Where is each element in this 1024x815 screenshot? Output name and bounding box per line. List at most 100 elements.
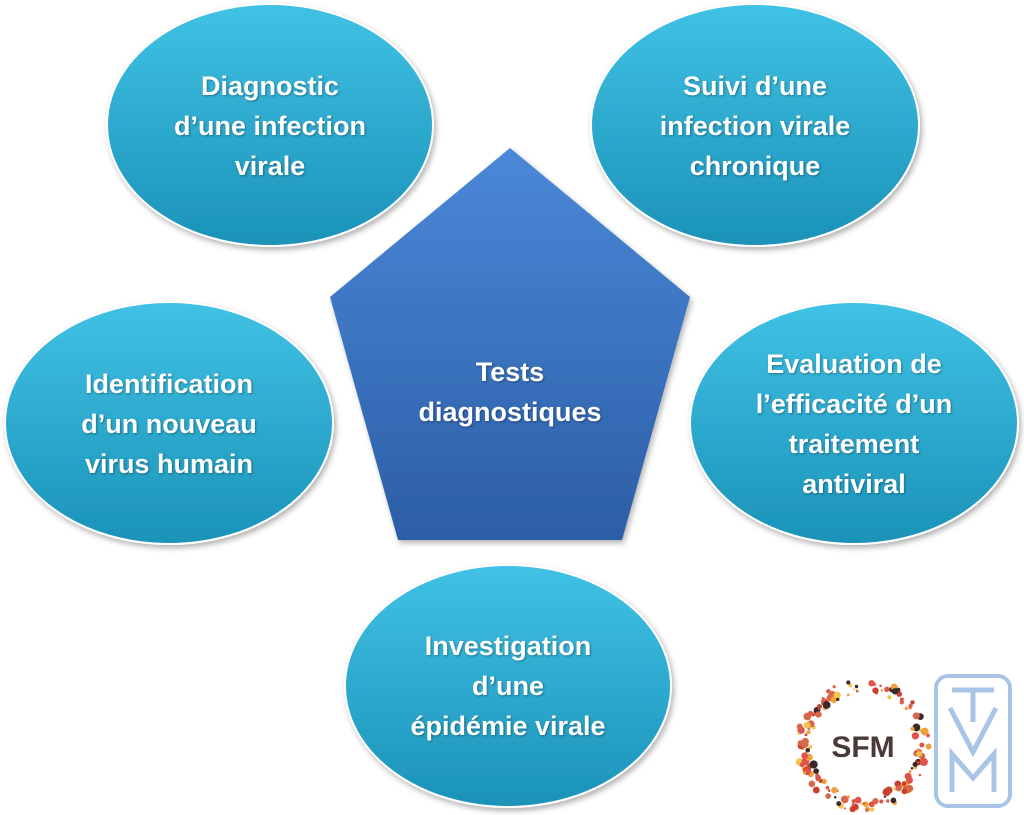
sfm-logo-dot xyxy=(899,697,904,702)
sfm-logo-dot xyxy=(846,680,851,685)
sfm-logo-dot xyxy=(833,691,841,699)
sfm-logo-dot xyxy=(854,796,862,804)
tvm-logo xyxy=(934,674,1012,808)
sfm-logo-dot xyxy=(840,795,849,804)
sfm-logo-dot xyxy=(908,770,912,773)
ellipse-investigation xyxy=(344,564,672,808)
sfm-logo-dot xyxy=(821,778,827,785)
sfm-logo-dot xyxy=(899,700,905,705)
sfm-logo-dot xyxy=(796,723,803,730)
center-pentagon xyxy=(330,148,690,540)
sfm-logo-dot xyxy=(801,737,809,745)
sfm-logo-dot xyxy=(901,781,907,786)
sfm-logo-dot xyxy=(806,764,809,767)
sfm-logo-dot xyxy=(832,685,836,689)
sfm-logo-dot xyxy=(919,742,925,748)
sfm-logo-dot xyxy=(806,730,811,735)
sfm-logo-dot xyxy=(870,807,875,812)
sfm-logo-text: SFM xyxy=(831,731,894,764)
sfm-logo-dot xyxy=(895,785,902,792)
sfm-logo-dot xyxy=(868,801,875,808)
sfm-logo-dot xyxy=(918,773,922,777)
ellipse-evaluation xyxy=(689,301,1019,545)
sfm-logo-dot xyxy=(809,760,818,769)
sfm-logo-dot xyxy=(803,712,812,721)
sfm-logo-dot xyxy=(879,684,882,688)
node-line: Evaluation de xyxy=(766,349,942,379)
node-line: virus humain xyxy=(84,449,254,479)
sfm-logo-dot xyxy=(812,786,820,794)
sfm-logo-dot xyxy=(910,766,914,770)
sfm-logo-dot xyxy=(851,802,855,806)
sfm-logo-dot xyxy=(925,743,932,750)
center-line: Tests xyxy=(475,357,545,387)
sfm-logo-dot xyxy=(802,771,806,775)
sfm-logo-dot xyxy=(868,680,875,687)
sfm-logo-dot xyxy=(808,745,813,749)
ellipse-diagnostic xyxy=(106,3,434,247)
sfm-logo-dot xyxy=(865,808,869,812)
sfm-logo-dot xyxy=(883,795,887,798)
sfm-logo-dot xyxy=(896,691,903,697)
sfm-logo-dot xyxy=(924,730,928,734)
sfm-logo-dot xyxy=(799,762,805,768)
sfm-logo-dot xyxy=(911,732,920,740)
node-line: l’efficacité d’un xyxy=(755,389,953,419)
sfm-logo-dot xyxy=(848,683,853,688)
sfm-logo-dot xyxy=(901,788,908,795)
sfm-logo-dot xyxy=(880,689,884,692)
node-suivi: Suivi d’une infection virale chronique xyxy=(660,66,851,186)
sfm-logo-dot xyxy=(843,807,846,810)
sfm-logo-dot xyxy=(879,799,884,804)
sfm-logo-dot xyxy=(815,775,822,782)
node-line: Identification xyxy=(85,369,253,399)
node-evaluation: Evaluation de l’efficacité d’un traiteme… xyxy=(756,344,953,504)
sfm-logo-dot xyxy=(849,806,856,813)
sfm-logo-dot xyxy=(916,748,920,752)
sfm-logo-dot xyxy=(855,689,859,693)
sfm-logo-dot xyxy=(808,780,816,788)
node-line: Suivi d’une xyxy=(682,71,828,101)
sfm-logo-dot xyxy=(825,785,830,790)
sfm-logo-dot xyxy=(826,689,830,693)
sfm-logo-dot xyxy=(831,786,838,794)
node-investigation: Investigation d’une épidémie virale xyxy=(410,626,605,746)
node-line: d’une infection xyxy=(174,111,366,141)
sfm-logo-dot xyxy=(854,684,859,689)
node-line: épidémie virale xyxy=(410,711,606,741)
center-label: Tests diagnostiques xyxy=(418,352,601,432)
sfm-logo-dot xyxy=(912,723,921,732)
sfm-logo-dot xyxy=(801,752,808,759)
sfm-logo-dot xyxy=(825,793,831,799)
center-line: diagnostiques xyxy=(418,397,602,427)
sfm-logo-dot xyxy=(821,696,825,701)
node-line: Diagnostic xyxy=(200,71,340,101)
sfm-logo-dot xyxy=(912,712,920,720)
sfm-logo-dot xyxy=(904,772,912,780)
sfm-logo-dot xyxy=(815,711,822,718)
sfm-logo-dot xyxy=(832,700,835,704)
sfm-logo-dot xyxy=(895,687,901,693)
sfm-logo-dot xyxy=(860,802,863,805)
sfm-logo xyxy=(795,680,932,813)
node-line: infection virale xyxy=(659,111,851,141)
node-diagnostic: Diagnostic d’une infection virale xyxy=(174,66,366,186)
sfm-logo-dot xyxy=(805,748,811,753)
node-line: chronique xyxy=(689,151,821,181)
sfm-logo-dot xyxy=(912,761,918,768)
sfm-logo-dot xyxy=(847,795,851,799)
sfm-logo-dot xyxy=(817,704,822,710)
node-line: traitement xyxy=(788,429,920,459)
sfm-logo-dot xyxy=(904,706,909,711)
sfm-logo-dot xyxy=(804,733,808,737)
ellipse-suivi xyxy=(590,3,920,247)
node-line: virale xyxy=(234,151,306,181)
sfm-logo-dot xyxy=(885,786,893,794)
sfm-logo-dot xyxy=(884,686,890,693)
sfm-logo-dot xyxy=(890,797,897,804)
sfm-logo-dot xyxy=(822,701,831,709)
sfm-logo-dot xyxy=(853,688,856,691)
sfm-logo-dot xyxy=(919,757,928,767)
sfm-logo-dot xyxy=(910,700,915,705)
node-line: d’une xyxy=(471,671,544,701)
